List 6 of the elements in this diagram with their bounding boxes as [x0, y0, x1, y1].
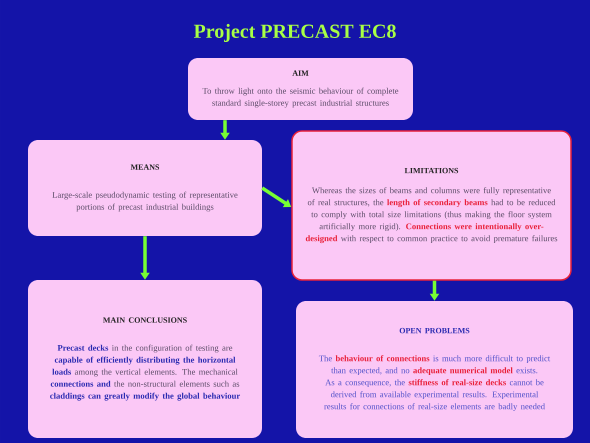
- text-box: OPEN PROBLEMS The behaviour of connections is much more difficult to predict than expected, and no adequate numerical model exists. As a consequence, the stiffness of real-size decks cannot be derived from available experimental results. Experimental results for connections of real-size elements are badly needed: [296, 300, 573, 438]
- title: Project PRECAST EC8: [194, 24, 396, 42]
- text-box: LIMITATIONS Whereas the sizes of beams and columns were fully representative of real structures, the length of secondary beams had to be reduced to comply with total size limitations (thus making the floor system artificially more rigid). Connections were intentionally over-designed with respect to common practice to avoid premature failures: [291, 130, 572, 281]
- text-box: MEANS Large-scale pseudodynamic testing of representative portions of precast industrial buildings: [28, 140, 262, 236]
- text-box: MAIN CONCLUSIONS Precast decks in the configuration of testing are capable of efficiently distributing the horizontal loads among the vertical elements. The mechanical connections and the non-structural elements such as claddings can greatly modify the global behaviour: [28, 280, 262, 438]
- text-box: AIM To throw light onto the seismic behaviour of complete standard single-storey precast industrial structures: [188, 58, 413, 120]
